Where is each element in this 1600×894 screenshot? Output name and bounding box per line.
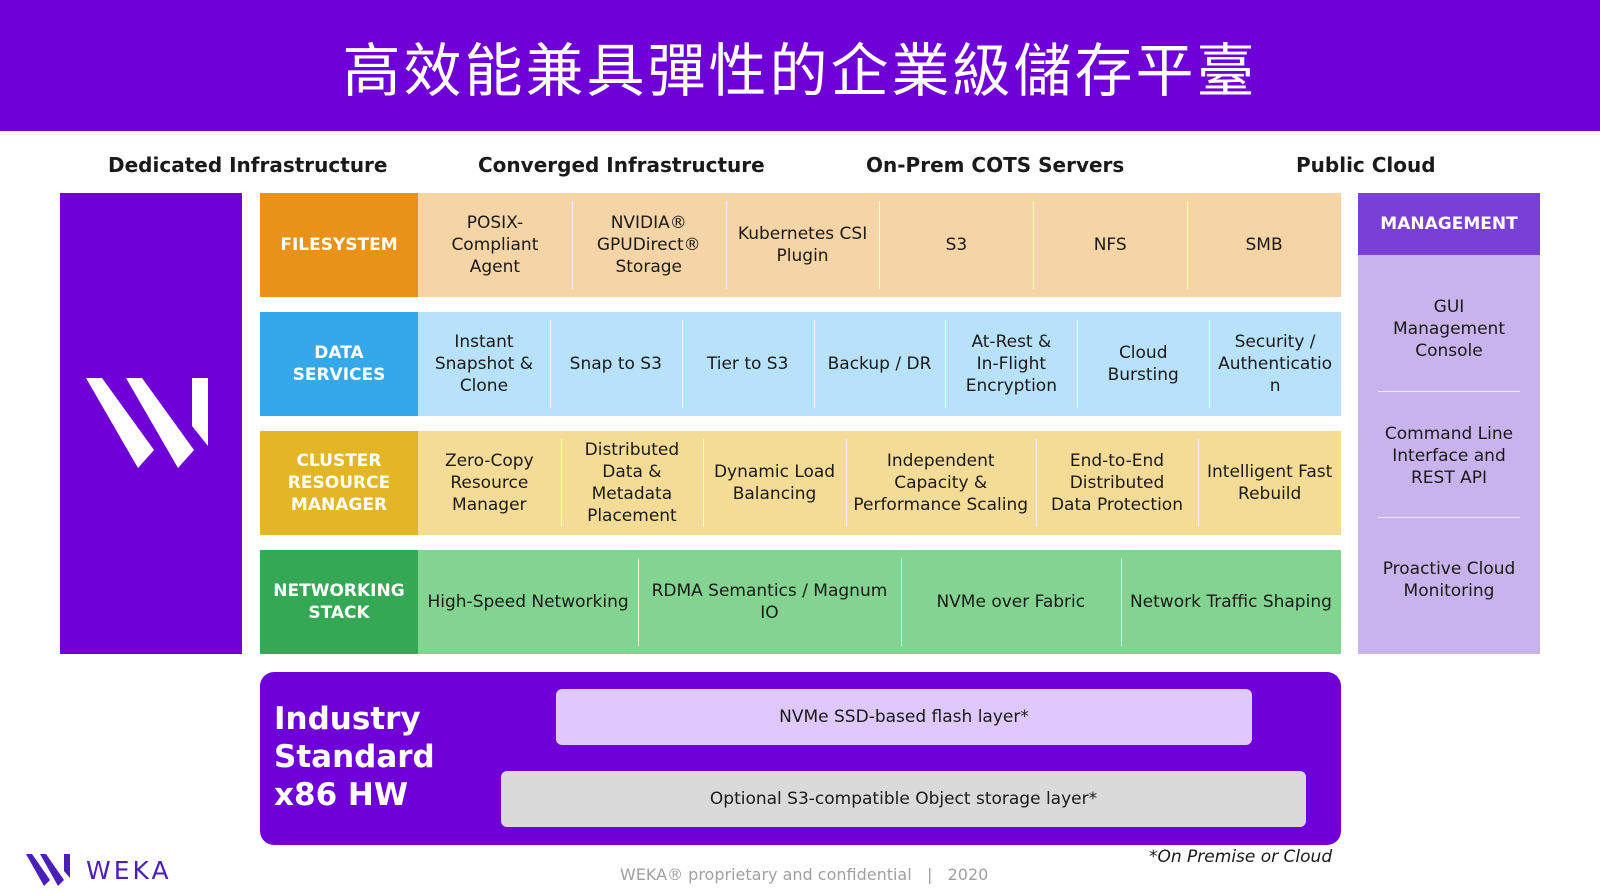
title-banner: 高效能兼具彈性的企業級儲存平臺 <box>0 0 1600 131</box>
data-services-label: DATA SERVICES <box>260 312 418 416</box>
cluster-resource-label: CLUSTER RESOURCE MANAGER <box>260 431 418 535</box>
load-balancing-cell: Dynamic Load Balancing <box>703 431 846 535</box>
column-heading-dedicated: Dedicated Infrastructure <box>108 153 388 177</box>
cluster-resource-row: CLUSTER RESOURCE MANAGER Zero-Copy Resou… <box>260 431 1341 535</box>
encryption-cell: At-Rest & In-Flight Encryption <box>945 312 1077 416</box>
cli-rest-item: Command Line Interface and REST API <box>1384 424 1514 488</box>
fast-rebuild-cell: Intelligent Fast Rebuild <box>1198 431 1341 535</box>
networking-label: NETWORKING STACK <box>260 550 418 654</box>
cloud-monitoring-item: Proactive Cloud Monitoring <box>1382 559 1516 601</box>
page-title: 高效能兼具彈性的企業級儲存平臺 <box>342 36 1258 105</box>
snapshot-clone-cell: Instant Snapshot & Clone <box>434 332 533 396</box>
s3-cell: S3 <box>879 193 1033 297</box>
backup-dr-cell: Backup / DR <box>813 312 946 416</box>
hardware-panel: Industry Standard x86 HW NVMe SSD-based … <box>260 672 1341 845</box>
hardware-title: Industry Standard x86 HW <box>274 701 435 813</box>
zero-copy-cell: Zero-Copy Resource Manager <box>444 451 534 515</box>
weka-logo: WEKA <box>26 852 172 888</box>
weka-mark-panel <box>60 193 242 654</box>
column-heading-on-prem: On-Prem COTS Servers <box>866 153 1125 177</box>
cloud-bursting-cell: Cloud Bursting <box>1077 312 1209 416</box>
weka-logo-icon <box>26 854 70 886</box>
flash-layer: NVMe SSD-based flash layer* <box>556 689 1252 745</box>
object-storage-layer: Optional S3-compatible Object storage la… <box>501 771 1306 827</box>
kubernetes-csi-cell: Kubernetes CSI Plugin <box>725 193 880 297</box>
divider <box>1378 517 1520 518</box>
management-panel: MANAGEMENT GUI Management Console Comman… <box>1358 193 1540 654</box>
networking-row: NETWORKING STACK High-Speed Networking R… <box>260 550 1341 654</box>
snap-to-s3-cell: Snap to S3 <box>549 312 682 416</box>
rdma-magnum-cell: RDMA Semantics / Magnum IO <box>638 550 901 654</box>
nvme-fabric-cell: NVMe over Fabric <box>900 550 1121 654</box>
filesystem-row: FILESYSTEM POSIX- Compliant Agent NVIDIA… <box>260 193 1341 297</box>
gpudirect-cell: NVIDIA® GPUDirect® Storage <box>571 193 726 297</box>
column-heading-public-cloud: Public Cloud <box>1296 153 1436 177</box>
footnote: *On Premise or Cloud <box>1149 847 1333 867</box>
traffic-shaping-cell: Network Traffic Shaping <box>1120 550 1341 654</box>
security-auth-cell: Security / Authenticatio n <box>1209 312 1341 416</box>
distributed-placement-cell: Distributed Data & Metadata Placement <box>560 431 704 535</box>
confidential-notice: WEKA® proprietary and confidential | 202… <box>620 865 989 884</box>
smb-cell: SMB <box>1187 193 1341 297</box>
high-speed-networking-cell: High-Speed Networking <box>427 592 629 612</box>
nfs-cell: NFS <box>1033 193 1187 297</box>
posix-agent-cell: POSIX- Compliant Agent <box>451 213 539 277</box>
data-services-row: DATA SERVICES Instant Snapshot & Clone S… <box>260 312 1341 416</box>
gui-console-item: GUI Management Console <box>1393 297 1505 361</box>
weka-wordmark: WEKA <box>86 855 172 885</box>
divider <box>1378 391 1520 392</box>
weka-mark-icon <box>86 377 208 468</box>
data-protection-cell: End-to-End Distributed Data Protection <box>1035 431 1199 535</box>
tier-to-s3-cell: Tier to S3 <box>681 312 814 416</box>
column-heading-converged: Converged Infrastructure <box>478 153 765 177</box>
filesystem-label: FILESYSTEM <box>260 193 418 297</box>
independent-scaling-cell: Independent Capacity & Performance Scali… <box>845 431 1036 535</box>
management-title: MANAGEMENT <box>1358 193 1540 255</box>
